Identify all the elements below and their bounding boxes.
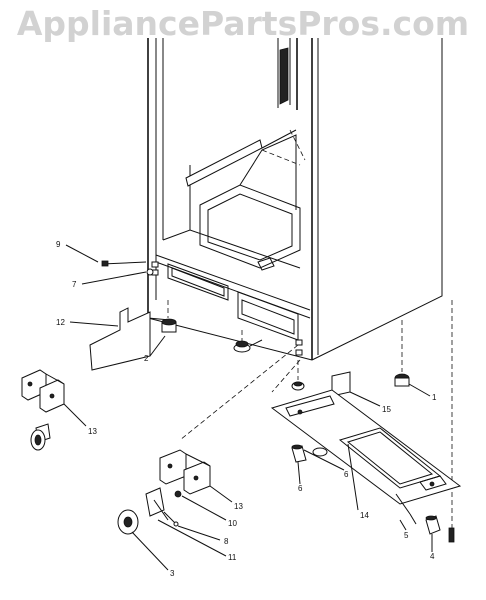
part-13-roller-bracket-lower (159, 449, 233, 503)
callout-1: 1 (432, 393, 437, 402)
callout-9: 9 (56, 240, 61, 249)
watermark: AppliancePartsPros.com (16, 4, 470, 43)
part-1-leveling-leg (394, 373, 431, 397)
part-3-roller (117, 509, 169, 571)
callout-12: 12 (56, 318, 65, 327)
callout-8: 8 (224, 537, 229, 546)
part-15-bracket (331, 371, 381, 407)
part-5-screw (395, 493, 417, 531)
part-13-roller-bracket (21, 369, 87, 427)
callout-15: 15 (382, 405, 391, 414)
callout-14: 14 (360, 511, 369, 520)
part-6-spacer (291, 381, 345, 485)
callout-6b: 6 (344, 470, 349, 479)
part-2-leveling-leg (149, 318, 177, 357)
callout-7: 7 (72, 280, 77, 289)
part-12-panel (69, 307, 151, 371)
part-4-spacer (425, 515, 441, 552)
callout-6a: 6 (298, 484, 303, 493)
callout-3: 3 (170, 569, 175, 578)
part-9-screw (65, 244, 147, 267)
leader-dashes (167, 300, 453, 528)
part-screw-right (448, 527, 455, 543)
callout-13a: 13 (88, 427, 97, 436)
part-roller-left (30, 423, 51, 451)
callout-11: 11 (228, 553, 237, 562)
cabinet (147, 38, 443, 361)
part-7-clip (81, 268, 154, 285)
callout-5: 5 (404, 531, 409, 540)
callout-labels: 1 2 3 4 5 6 6 7 8 9 10 11 12 13 13 14 15 (56, 240, 437, 578)
part-10-screw (174, 490, 227, 521)
part-11-roller-bracket (145, 487, 227, 557)
part-center-leveler (233, 339, 263, 353)
callout-2: 2 (144, 354, 149, 363)
part-14-base-rail (270, 389, 462, 511)
callout-13b: 13 (234, 502, 243, 511)
callout-4: 4 (430, 552, 435, 561)
callout-10: 10 (228, 519, 237, 528)
part-8-pin (163, 511, 221, 541)
